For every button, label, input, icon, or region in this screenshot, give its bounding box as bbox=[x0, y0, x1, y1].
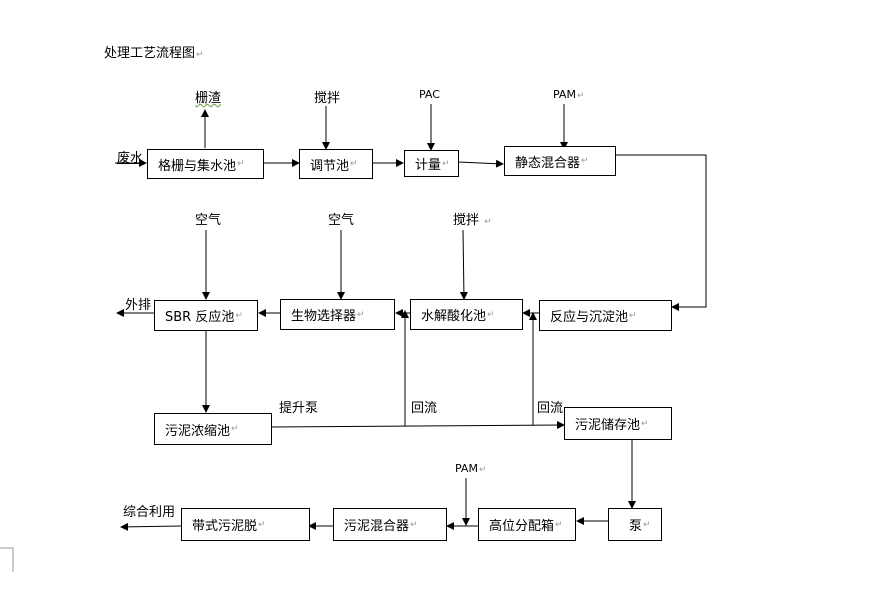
node-regulating-tank: 调节池↵ bbox=[299, 149, 373, 179]
label-reflux-1: 回流 bbox=[411, 401, 438, 416]
arrow-mixer-to-reaction bbox=[615, 154, 707, 311]
node-sludge-storage: 污泥储存池↵ bbox=[564, 407, 672, 440]
node-grid-tank: 格栅与集水池↵ bbox=[147, 149, 264, 179]
label-screenings: 栅渣 bbox=[195, 91, 222, 106]
label-stirring-1: 搅拌 bbox=[314, 91, 341, 106]
node-sbr-reactor: SBR 反应池↵ bbox=[154, 300, 258, 331]
node-sludge-thickener: 污泥浓缩池↵ bbox=[154, 413, 272, 445]
node-metering: 计量↵ bbox=[404, 150, 459, 177]
node-belt-dewatering: 带式污泥脱↵ bbox=[181, 508, 310, 541]
label-pam-1: PAM↵ bbox=[553, 88, 585, 101]
arrow-stirring-2 bbox=[459, 229, 468, 300]
arrow-reuse bbox=[120, 522, 182, 531]
label-wastewater: 废水 bbox=[117, 151, 144, 166]
node-sludge-mixer: 污泥混合器↵ bbox=[333, 508, 447, 541]
label-stirring-2: 搅拌 ↵ bbox=[453, 213, 492, 228]
page-corner-mark bbox=[0, 547, 14, 572]
label-pac: PAC bbox=[419, 88, 440, 101]
node-bio-selector: 生物选择器↵ bbox=[280, 299, 395, 330]
arrow-thickener-to-storage bbox=[270, 421, 565, 430]
label-lift-pump: 提升泵 bbox=[279, 401, 319, 416]
node-reaction-settling: 反应与沉淀池↵ bbox=[539, 300, 672, 331]
label-reuse: 综合利用 bbox=[123, 505, 176, 520]
node-hydrolysis-acidification: 水解酸化池↵ bbox=[410, 299, 523, 330]
diagram-title: 处理工艺流程图↵ bbox=[104, 46, 204, 61]
label-air-1: 空气 bbox=[195, 213, 222, 228]
node-static-mixer: 静态混合器↵ bbox=[504, 146, 616, 176]
node-high-distribution-box: 高位分配箱↵ bbox=[478, 508, 576, 541]
node-pump: 泵↵ bbox=[608, 508, 662, 541]
label-air-2: 空气 bbox=[328, 213, 355, 228]
arrow-metering-to-mixer bbox=[457, 159, 504, 168]
label-reflux-2: 回流 bbox=[537, 401, 564, 416]
label-pam-2: PAM↵ bbox=[455, 462, 487, 475]
label-discharge: 外排 bbox=[125, 298, 152, 313]
